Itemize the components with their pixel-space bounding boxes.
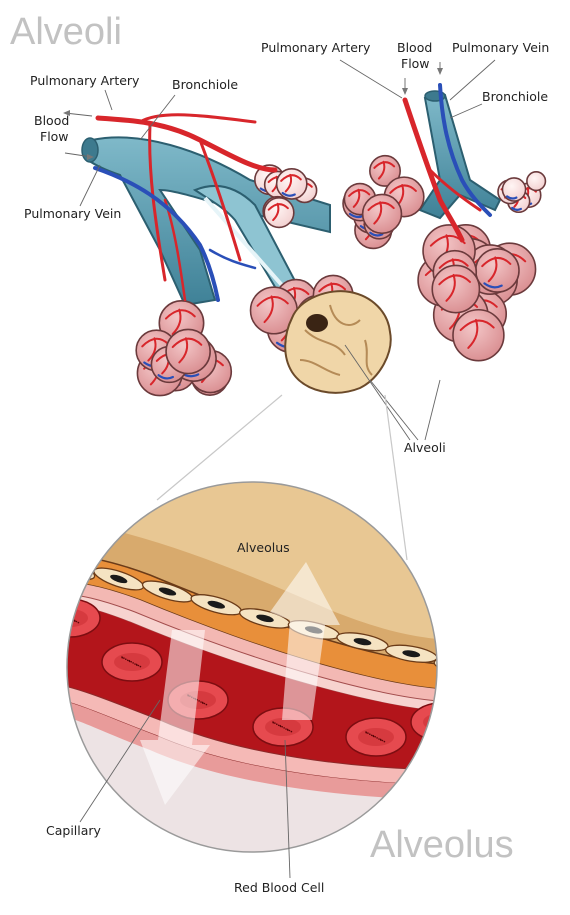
pulmonary-vein-left (93, 166, 257, 302)
pulmonary-artery-right (402, 97, 482, 243)
pulmonary-vein-right (438, 83, 492, 217)
cut-alveolus (284, 290, 392, 394)
epithelial-cell (433, 657, 437, 675)
gas-exchange-arrows (140, 562, 340, 805)
magnified-view: Alveolus (66, 481, 438, 853)
epithelial-cell (141, 580, 194, 603)
label-red-blood-cell: Red Blood Cell (234, 880, 324, 895)
alveolus-sac (369, 154, 401, 187)
right-bronchiole-tube (418, 90, 502, 220)
label-bronchiole-left: Bronchiole (172, 77, 238, 92)
label-pulmonary-vein-right: Pulmonary Vein (452, 40, 549, 55)
arrow-up-icon (270, 562, 340, 720)
arrow-down-icon (140, 630, 210, 805)
epithelial-cell (336, 632, 389, 652)
alveolar-cluster (417, 224, 537, 362)
alveolus-sac (526, 171, 547, 192)
title-alveoli: Alveoli (10, 11, 122, 53)
alveolus-sac (275, 168, 308, 200)
red-blood-cell (345, 717, 407, 757)
arrow-icon (437, 68, 443, 75)
red-blood-cell (410, 702, 437, 742)
zoom-line-left (156, 394, 283, 501)
label-pulmonary-artery-left: Pulmonary Artery (30, 73, 140, 88)
top-labels: Pulmonary Artery Bronchiole Blood Flow P… (24, 40, 549, 455)
arrow-icon (63, 110, 70, 116)
alveolar-cluster (135, 300, 233, 397)
label-blood-flow-right-1: Blood (397, 40, 432, 55)
alveolus-sac (431, 264, 481, 314)
zoom-line-right (384, 394, 408, 561)
label-bronchiole-right: Bronchiole (482, 89, 548, 104)
label-alveolus-inner: Alveolus (237, 540, 290, 555)
alveolar-cluster (254, 164, 318, 229)
title-alveolus: Alveolus (370, 824, 514, 866)
alveolus-sac (165, 328, 211, 375)
label-alveoli: Alveoli (404, 440, 446, 455)
label-blood-flow-right-2: Flow (401, 56, 430, 71)
epithelial-cell (384, 644, 437, 663)
label-blood-flow-left-2: Flow (40, 129, 69, 144)
red-blood-cell (101, 642, 163, 682)
alveolus-sac (501, 177, 527, 202)
alveolar-cluster (497, 171, 547, 214)
alveolus-sac (452, 308, 505, 362)
alveolus-sac (361, 193, 403, 235)
alveolus-sac (474, 248, 520, 293)
arrow-icon (87, 154, 94, 160)
label-capillary: Capillary (46, 823, 102, 838)
label-pulmonary-artery-right: Pulmonary Artery (261, 40, 371, 55)
arrow-icon (402, 88, 408, 95)
label-blood-flow-left-1: Blood (34, 113, 69, 128)
label-pulmonary-vein-left: Pulmonary Vein (24, 206, 121, 221)
alveolus-sac (263, 197, 295, 229)
alveolar-cluster (342, 154, 425, 250)
